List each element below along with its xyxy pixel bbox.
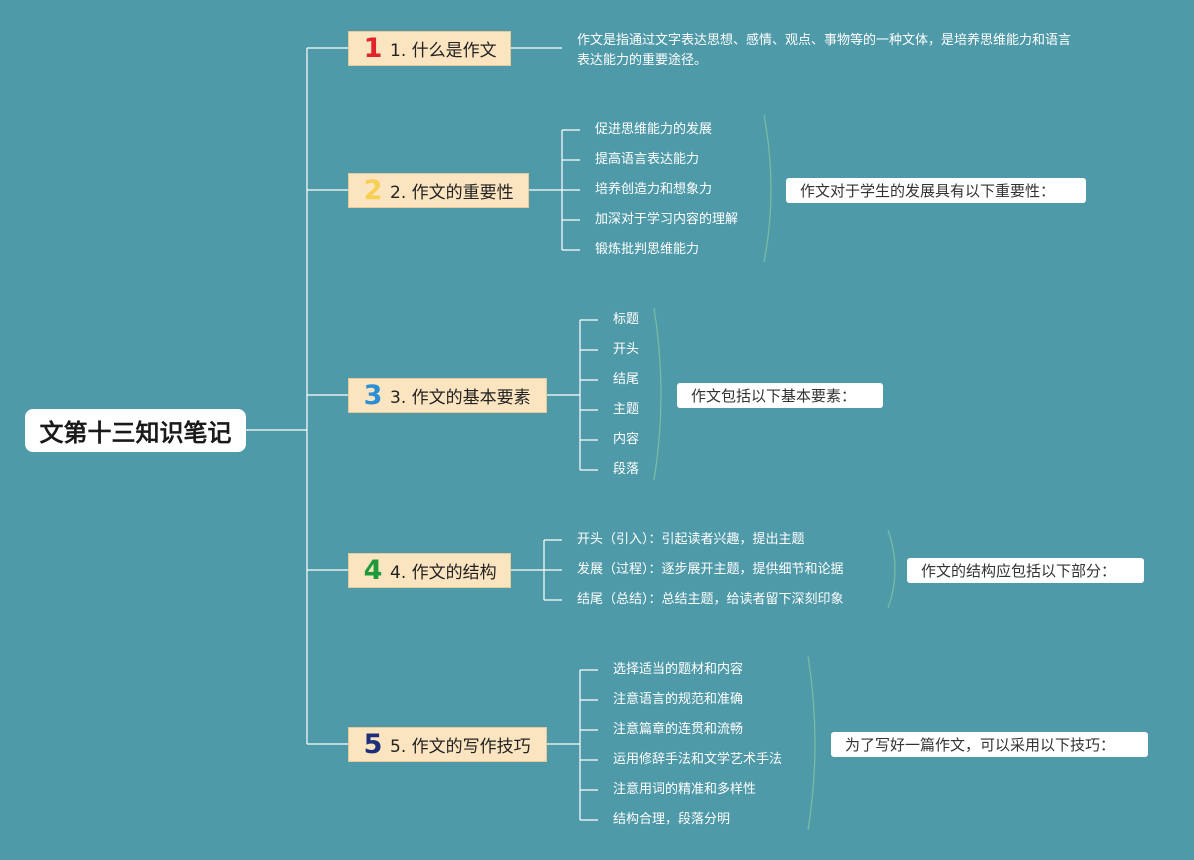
number-4-icon: 4 [363, 555, 383, 586]
summary-text: 作文包括以下基本要素： [691, 387, 857, 405]
list-item: 段落 [613, 462, 640, 477]
branch-importance[interactable]: 2 2. 作文的重要性 [348, 173, 529, 208]
list-item: 注意语言的规范和准确 [613, 692, 744, 707]
branch-5-summary: 为了写好一篇作文，可以采用以下技巧： [831, 732, 1148, 757]
root-title: 文第十三知识笔记 [39, 419, 232, 447]
list-item: 注意篇章的连贯和流畅 [613, 722, 744, 737]
branch-title: 4. 作文的结构 [390, 563, 497, 583]
list-item: 运用修辞手法和文学艺术手法 [613, 752, 783, 767]
summary-text: 为了写好一篇作文，可以采用以下技巧： [845, 736, 1116, 754]
summary-text: 作文对于学生的发展具有以下重要性： [800, 182, 1056, 200]
branch-structure[interactable]: 4 4. 作文的结构 [348, 553, 511, 588]
list-item: 标题 [613, 312, 640, 327]
list-item: 开头（引入）：引起读者兴趣，提出主题 [577, 532, 805, 547]
branch-what-is-essay[interactable]: 1 1. 什么是作文 [348, 31, 511, 66]
branch-title: 1. 什么是作文 [390, 41, 497, 61]
branch-3-summary: 作文包括以下基本要素： [677, 383, 883, 408]
list-item: 注意用词的精准和多样性 [613, 782, 757, 797]
branch-basic-elements[interactable]: 3 3. 作文的基本要素 [348, 378, 547, 413]
list-item: 培养创造力和想象力 [595, 182, 713, 197]
list-item: 选择适当的题材和内容 [613, 662, 744, 677]
root-node[interactable]: 文第十三知识笔记 [25, 409, 246, 452]
list-item: 提高语言表达能力 [595, 152, 700, 167]
list-item: 促进思维能力的发展 [595, 122, 713, 137]
branch-title: 2. 作文的重要性 [390, 183, 514, 203]
list-item: 锻炼批判思维能力 [595, 242, 700, 257]
list-item: 结尾 [613, 372, 640, 387]
summary-text: 作文的结构应包括以下部分： [921, 562, 1117, 580]
number-1-icon: 1 [363, 33, 383, 64]
number-5-icon: 5 [363, 729, 383, 760]
list-item: 加深对于学习内容的理解 [595, 212, 739, 227]
branch-title: 3. 作文的基本要素 [390, 388, 531, 408]
number-2-icon: 2 [363, 175, 383, 206]
branch-1-description: 作文是指通过文字表达思想、感情、观点、事物等的一种文体，是培养思维能力和语言表达… [577, 33, 1072, 68]
list-item: 主题 [613, 402, 640, 417]
list-item: 内容 [613, 432, 640, 447]
list-item: 发展（过程）：逐步展开主题，提供细节和论据 [577, 562, 844, 577]
branch-title: 5. 作文的写作技巧 [390, 737, 531, 757]
list-item: 结尾（总结）：总结主题，给读者留下深刻印象 [577, 592, 844, 607]
branch-2-summary: 作文对于学生的发展具有以下重要性： [786, 178, 1086, 203]
branch-writing-tips[interactable]: 5 5. 作文的写作技巧 [348, 727, 547, 762]
list-item: 结构合理，段落分明 [613, 812, 731, 827]
list-item: 开头 [613, 342, 640, 357]
number-3-icon: 3 [363, 380, 383, 411]
branch-4-summary: 作文的结构应包括以下部分： [907, 558, 1144, 583]
